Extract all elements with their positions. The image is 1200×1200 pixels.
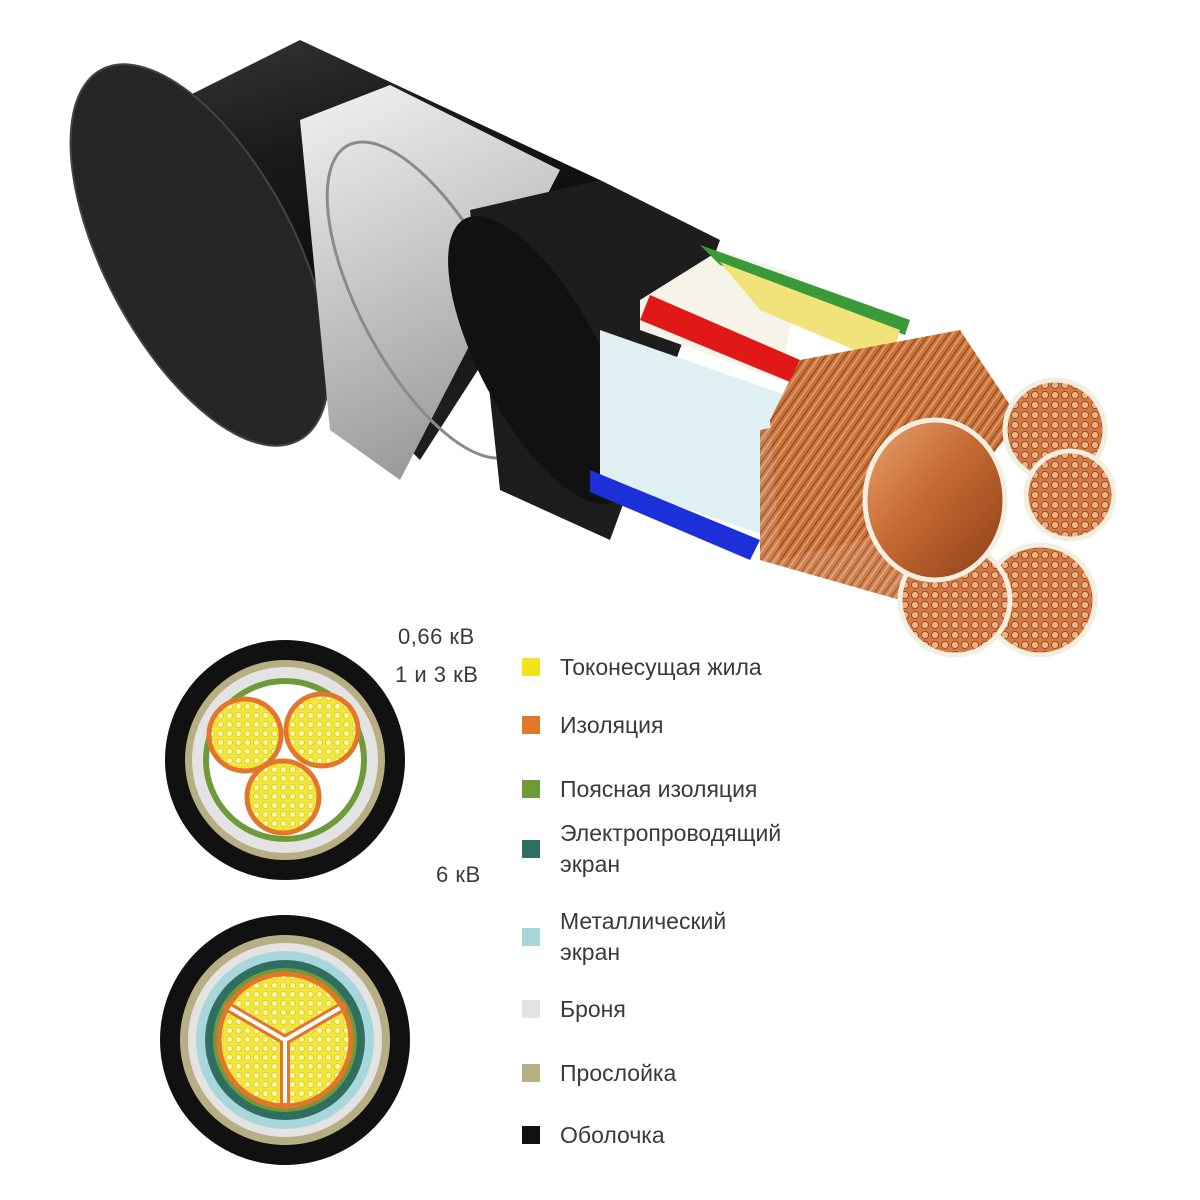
conductor-end-faces [862,377,1117,658]
legend-label-conductive-screen: Электропроводящий экран [560,820,782,877]
legend-swatch-belt-insulation [522,780,540,798]
legend-swatch-metal-screen [522,928,540,946]
legend-item-sheath: Оболочка [522,1120,665,1151]
legend-item-conductor: Токонесущая жила [522,652,762,683]
legend-swatch-conductor [522,658,540,676]
voltage-label-1-3kv: 1 и 3 кВ [395,662,479,687]
copper-conductors [760,330,1117,658]
legend-item-armor: Броня [522,994,626,1025]
cross-section-6kv [160,915,410,1165]
legend-swatch-sheath [522,1126,540,1144]
cable-cutaway-illustration [69,40,1117,658]
inner-sheath-segment [448,180,720,540]
voltage-label-6kv: 6 кВ [436,862,481,887]
legend-item-conductive-screen: Электропроводящий экран [522,818,781,880]
legend-swatch-insulation [522,716,540,734]
legend-label-interlayer: Прослойка [560,1060,677,1086]
core-insulation-bundle [590,245,910,560]
cross-section-diagrams [160,640,410,1165]
legend-swatch-armor [522,1000,540,1018]
cross-section-low-voltage [165,640,405,880]
legend-item-belt-insulation: Поясная изоляция [522,774,757,805]
legend-label-sheath: Оболочка [560,1122,665,1148]
legend-label-conductor: Токонесущая жила [560,654,762,680]
legend-swatch-interlayer [522,1064,540,1082]
legend-item-interlayer: Прослойка [522,1058,676,1089]
legend-label-insulation: Изоляция [560,712,664,738]
voltage-label-066kv: 0,66 кВ [398,624,475,649]
legend-label-belt-insulation: Поясная изоляция [560,776,758,802]
legend-swatch-conductive-screen [522,840,540,858]
legend-item-insulation: Изоляция [522,710,663,741]
legend: Токонесущая жила Изоляция Поясная изоляц… [522,640,1182,1160]
legend-label-armor: Броня [560,996,626,1022]
legend-item-metal-screen: Металлический экран [522,906,726,968]
legend-label-metal-screen: Металлический экран [560,908,727,965]
